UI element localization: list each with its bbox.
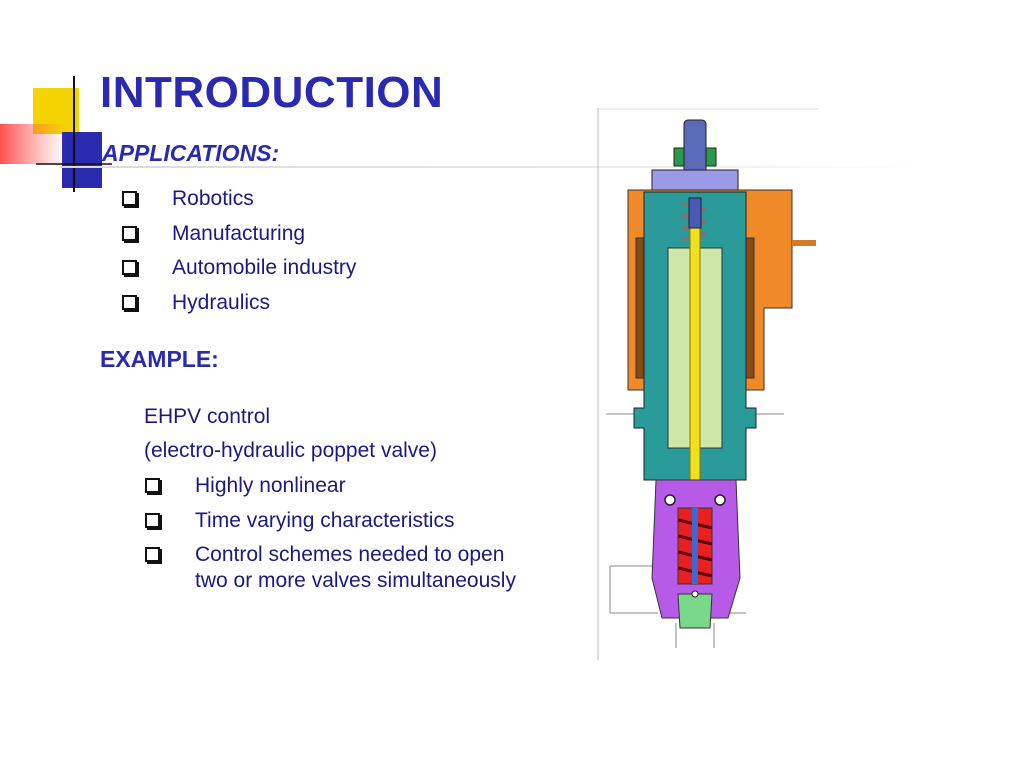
checkbox-square-icon <box>122 260 137 276</box>
example-points-list: Highly nonlinear Time varying characteri… <box>145 473 525 602</box>
example-heading: EXAMPLE: <box>100 346 219 372</box>
ehpv-valve-diagram <box>597 108 818 660</box>
applications-list: Robotics Manufacturing Automobile indust… <box>122 186 356 324</box>
title-divider <box>60 166 920 168</box>
slide-title: INTRODUCTION <box>100 68 444 117</box>
checkbox-square-icon <box>145 512 160 528</box>
checkbox-square-icon <box>122 294 137 310</box>
list-item: Control schemes needed to open two or mo… <box>145 542 525 593</box>
example-title: EHPV control <box>144 405 271 428</box>
example-subtitle: (electro-hydraulic poppet valve) <box>144 439 437 462</box>
checkbox-square-icon <box>122 225 137 241</box>
checkbox-square-icon <box>122 191 137 206</box>
list-item: Highly nonlinear <box>145 473 525 499</box>
checkbox-square-icon <box>145 547 160 563</box>
list-item: Robotics <box>122 186 356 212</box>
list-item: Automobile industry <box>122 255 356 281</box>
blue-block <box>62 132 102 188</box>
list-item: Time varying characteristics <box>145 508 525 534</box>
applications-heading: APPLICATIONS: <box>102 140 280 166</box>
corner-decoration <box>0 76 112 192</box>
list-item: Manufacturing <box>122 221 356 247</box>
red-block <box>0 124 66 164</box>
list-item: Hydraulics <box>122 290 356 316</box>
checkbox-square-icon <box>145 478 160 493</box>
